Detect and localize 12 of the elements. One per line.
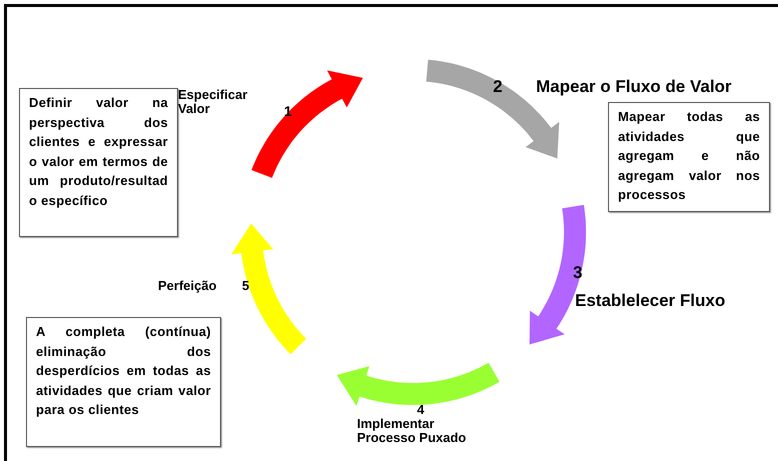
step-title: Especificar Valor — [178, 88, 248, 117]
text-box: Definir valor na perspectiva dos clientes e expressar o valor em termos de um produto/resultad o específico — [19, 88, 178, 237]
step-label: 5 — [242, 279, 250, 294]
text-box: Mapear todas as atividades que agregam e não agregam valor nos processos — [608, 102, 770, 212]
step-label: 4 — [417, 403, 424, 418]
step-label: 2 — [493, 78, 502, 97]
step-label: Establelecer Fluxo — [575, 292, 726, 311]
step-title: Mapear o Fluxo de Valor — [536, 78, 732, 97]
step-label: Implementar Processo Puxado — [357, 417, 468, 446]
step-title: Perfeição — [158, 279, 217, 294]
step-label: 3 — [573, 264, 582, 283]
text-box: A completa (contínua) eliminação dos desperdícios em todas as atividades que criam valor para os clientes — [26, 317, 221, 447]
